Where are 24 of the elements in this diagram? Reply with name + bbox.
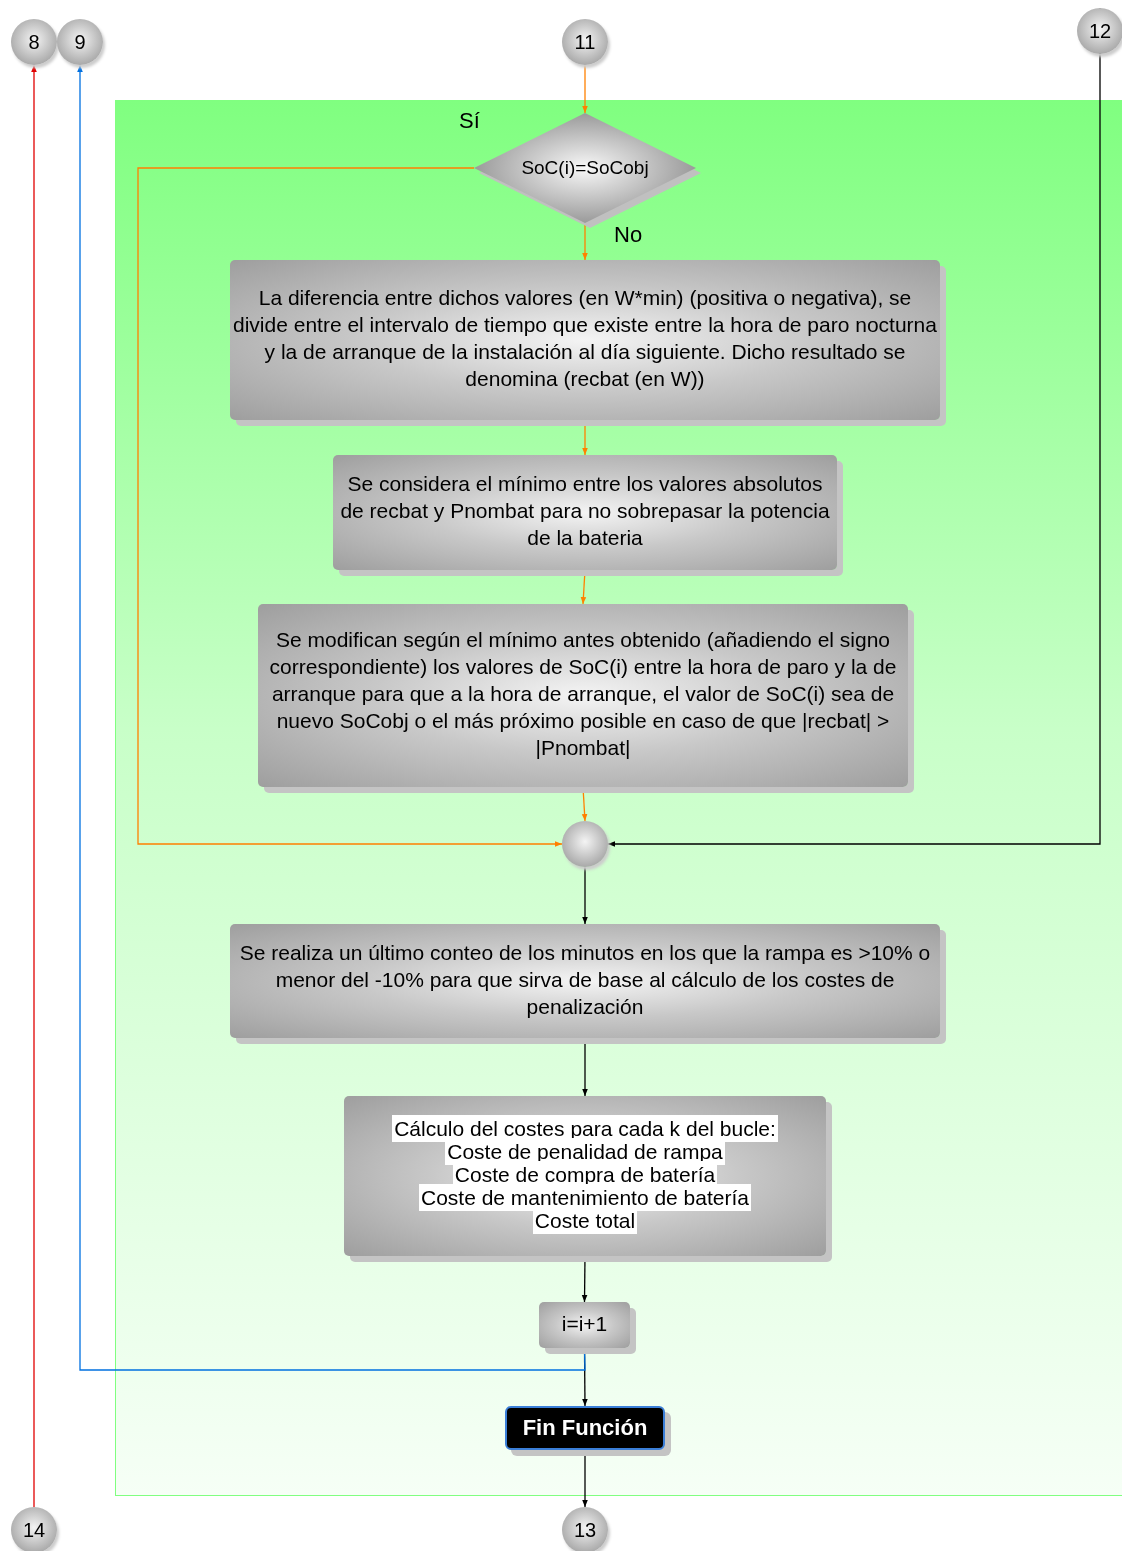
process-text: Se considera el mínimo entre los valores absolutos de recbat y Pnombat para no sobrepasar la potencia de la bateria xyxy=(339,471,831,551)
terminal-text: Fin Función xyxy=(522,1415,648,1441)
process-text: Coste de mantenimiento de batería xyxy=(418,1183,751,1211)
connector-number: 11 xyxy=(574,30,596,54)
connector-number: 14 xyxy=(22,1518,46,1542)
connector-circle xyxy=(11,1507,57,1551)
edge-label: Sí xyxy=(459,108,480,134)
process-text: Se realiza un último conteo de los minutos en los que la rampa es >10% o menor del -10% para que sirva de base al cálculo de los costes de penalización xyxy=(238,939,932,1020)
edge-label: No xyxy=(614,222,643,248)
connector-circle xyxy=(562,1507,608,1551)
connector-circle xyxy=(562,19,608,65)
connector-number: 13 xyxy=(573,1518,597,1542)
group-panel xyxy=(115,100,1122,1496)
connector-number: 12 xyxy=(1088,19,1112,43)
junction-circle xyxy=(562,821,608,867)
process-text: Se modifican según el mínimo antes obtenido (añadiendo el signo correspondiente) los valores de SoC(i) entre la hora de paro y la de arranque para que a la hora de arranque, el valor de SoC(i) sea de nuevo SoCobj o el más próximo posible en caso de que |recbat| > |Pnombat| xyxy=(268,627,898,761)
connector-circle xyxy=(57,19,103,65)
process-text: i=i+1 xyxy=(561,1310,608,1337)
connector-circle xyxy=(11,19,57,65)
connector-number: 9 xyxy=(74,30,86,54)
connector-number: 8 xyxy=(28,30,40,54)
connector-circle xyxy=(1077,8,1122,54)
process-text: La diferencia entre dichos valores (en W*min) (positiva o negativa), se divide entre el intervalo de tiempo que existe entre la hora de paro nocturna y la de arranque de la instalación al día siguiente. Dicho resultado se denomina (recbat (en W)) xyxy=(232,285,938,392)
decision-text: SoC(i)=SoCobj xyxy=(521,157,649,179)
